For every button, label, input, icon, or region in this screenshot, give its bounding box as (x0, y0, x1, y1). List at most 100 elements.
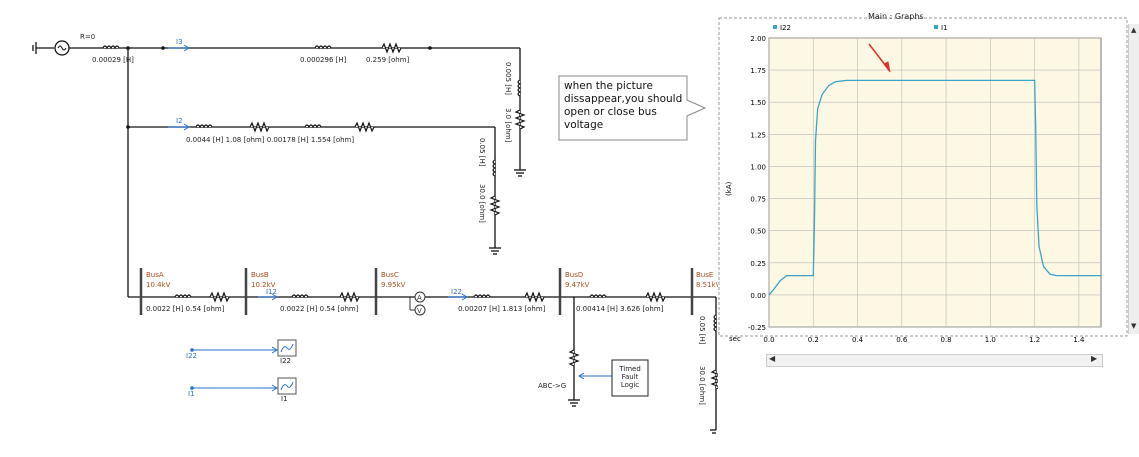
bus-c-name: BusC (381, 271, 399, 279)
ground-icon (568, 399, 580, 407)
annotation-arrow-head (883, 61, 891, 73)
resistor-icon (339, 291, 360, 303)
label-v-mid2: 30.0 [ohm] (478, 184, 486, 223)
vertical-scrollbar[interactable]: ▲ ▼ (1128, 24, 1139, 334)
label-v-r1: 0.05 [H] (698, 316, 706, 345)
annotation-callout: when the picture dissappear,you should o… (558, 75, 707, 141)
y-tick-label: 0.75 (750, 196, 766, 204)
bus-c-voltage: 9.95kV (381, 281, 406, 289)
ground-icon (514, 169, 526, 177)
bus-e-voltage: 8.51kV (696, 281, 718, 289)
inductor-icon (713, 314, 718, 332)
inductor-icon (195, 124, 213, 129)
voltmeter-icon[interactable]: V (409, 297, 426, 316)
horizontal-scrollbar[interactable]: ◀ ▶ (766, 354, 1103, 367)
callout-text: when the picture dissappear,you should o… (564, 80, 683, 131)
x-tick-label: 0.0 (763, 336, 774, 344)
label-l-src: 0.00029 [H] (92, 56, 134, 64)
resistor-icon (710, 369, 718, 390)
current-arrow-i12 (258, 293, 278, 301)
label-l-top2: 0.259 [ohm] (366, 56, 410, 64)
resistor-icon (381, 42, 402, 54)
graph-panel-title: Main : Graphs (868, 12, 924, 21)
label-v-mid1: 0.05 [H] (478, 138, 486, 167)
bus-a-voltage: 10.4kV (146, 281, 171, 289)
timed-fault-logic-block[interactable]: Timed Fault Logic (611, 359, 649, 397)
series-line-i22 (768, 79, 1101, 296)
resistor-icon (249, 121, 270, 133)
x-tick-label: 0.2 (808, 336, 819, 344)
svg-text:A: A (417, 294, 422, 302)
x-tick-label: 1.4 (1073, 336, 1085, 344)
bus-a[interactable]: BusA 10.4kV (139, 268, 171, 315)
graph-chart: -0.250.000.250.500.751.001.251.501.752.0… (718, 17, 1128, 344)
inductor-icon (314, 45, 332, 50)
label-l-top1: 0.000296 [H] (300, 56, 347, 64)
legend-swatch (773, 25, 777, 29)
resistor-icon (489, 195, 501, 216)
inductor-icon (517, 79, 522, 97)
fault-label: ABC->G (538, 382, 566, 390)
resistor-icon (209, 291, 230, 303)
current-arrow-i2 (168, 123, 190, 131)
label-l-ab: 0.0022 [H] 0.54 [ohm] (146, 305, 225, 313)
current-label-i3: I3 (176, 38, 183, 46)
circuit-diagram: R=0 0.00029 [H] I3 0.000296 [H] 0.259 [o… (32, 33, 718, 434)
bus-b[interactable]: BusB 10.2kV (244, 268, 276, 315)
resistor-icon (514, 109, 526, 130)
y-tick-label: 0.25 (750, 260, 766, 268)
inductor-icon (589, 294, 607, 299)
y-tick-label: 1.75 (750, 67, 766, 75)
inductor-icon (291, 294, 309, 299)
inductor-icon (174, 294, 192, 299)
x-tick-label: 0.8 (940, 336, 951, 344)
bus-b-name: BusB (251, 271, 269, 279)
y-tick-label: 1.00 (750, 163, 766, 171)
legend-label: I22 (780, 24, 791, 32)
bus-b-voltage: 10.2kV (251, 281, 276, 289)
voltage-source-icon[interactable] (54, 40, 70, 56)
inductor-icon (304, 124, 322, 129)
bus-e[interactable]: BusE 8.51kV (690, 268, 718, 315)
label-l-de: 0.00414 [H] 3.626 [ohm] (576, 305, 664, 313)
legend-swatch (934, 25, 938, 29)
y-axis-unit: (kA) (725, 181, 733, 196)
inductor-icon (102, 45, 120, 50)
resistor-icon (524, 291, 545, 303)
bus-d-name: BusD (565, 271, 583, 279)
x-tick-label: 0.6 (896, 336, 908, 344)
meter-i22-label: I22 (280, 357, 291, 365)
current-label-i12: I12 (266, 288, 277, 296)
y-tick-label: -0.25 (748, 324, 766, 332)
ground-icon (489, 247, 501, 255)
source-ground-icon (32, 42, 54, 54)
signal-i1-meter[interactable]: I1 I1 (188, 377, 297, 403)
x-tick-label: 1.2 (1029, 336, 1040, 344)
current-arrow-i22 (448, 293, 468, 301)
y-tick-label: 0.00 (750, 292, 766, 300)
x-tick-label: 0.4 (852, 336, 864, 344)
current-label-i2: I2 (176, 117, 183, 125)
bus-e-name: BusE (696, 271, 713, 279)
label-v-top1: 0.005 [H] (504, 62, 512, 95)
bus-a-name: BusA (146, 271, 164, 279)
ammeter-icon[interactable]: A (414, 291, 426, 303)
y-tick-label: 1.25 (750, 131, 766, 139)
fault-block-line2: Fault (622, 373, 639, 381)
label-l-mid: 0.0044 [H] 1.08 [ohm] 0.00178 [H] 1.554 … (186, 136, 354, 144)
signal-i22-meter[interactable]: I22 I22 (186, 339, 297, 365)
signal-i22-name: I22 (186, 352, 197, 360)
resistor-icon (645, 291, 666, 303)
y-tick-label: 1.50 (750, 99, 766, 107)
bus-c[interactable]: BusC 9.95kV (374, 268, 406, 315)
bus-d-voltage: 9.47kV (565, 281, 590, 289)
resistor-icon (354, 121, 375, 133)
current-arrow-i3 (168, 44, 190, 52)
bus-d[interactable]: BusD 9.47kV (558, 268, 590, 315)
inductor-icon (492, 159, 497, 177)
y-tick-label: 0.50 (750, 228, 766, 236)
signal-i1-name: I1 (188, 390, 195, 398)
label-l-bc: 0.0022 [H] 0.54 [ohm] (280, 305, 359, 313)
source-resistance-label: R=0 (80, 33, 95, 41)
